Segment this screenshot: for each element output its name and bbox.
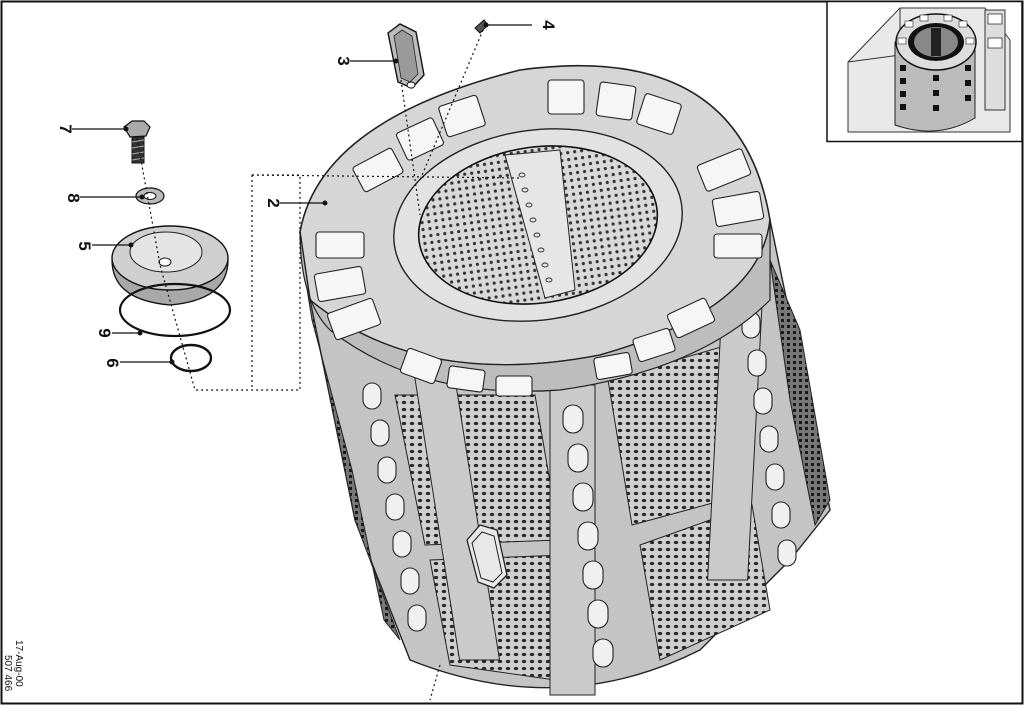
washer-ring-icon <box>135 187 165 205</box>
callout-7: 7 <box>56 124 75 133</box>
drum-paddle-icon <box>387 23 425 89</box>
seal-ring-icon <box>118 282 232 338</box>
callout-8: 8 <box>64 193 83 202</box>
date-stamp: 17-Aug-00 <box>13 640 24 687</box>
callout-3: 3 <box>334 56 353 65</box>
drawing-number: 507 466 <box>2 655 13 692</box>
washer-inset-icon <box>826 0 1023 143</box>
callout-labels: 7 8 5 9 6 2 3 4 <box>56 20 558 367</box>
callout-9: 9 <box>95 328 114 337</box>
drum-basket-icon <box>299 64 831 696</box>
assembly-guides <box>136 29 521 701</box>
drawing-stamp: 17-Aug-00 507 466 <box>2 640 24 692</box>
callout-5: 5 <box>75 241 94 250</box>
bolt-icon <box>123 120 151 164</box>
hub-cap-icon <box>111 225 229 306</box>
leader-lines <box>72 22 532 365</box>
callout-4: 4 <box>539 20 558 30</box>
callout-6: 6 <box>103 358 122 367</box>
o-ring-icon <box>169 343 213 373</box>
callout-2: 2 <box>264 198 283 207</box>
